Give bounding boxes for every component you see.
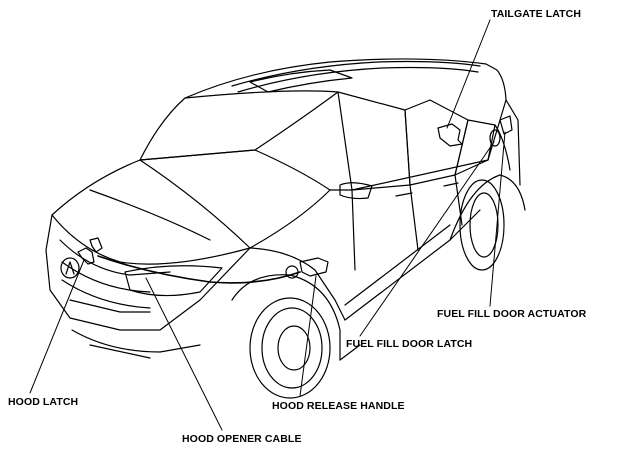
- hood-opener-cable-route: [97, 255, 301, 284]
- leader-fuel-fill-door-actuator: [489, 131, 506, 307]
- fuel-fill-door-part: [489, 115, 513, 147]
- label-hood-latch: HOOD LATCH: [8, 396, 79, 408]
- leader-hood-opener-cable: [145, 277, 223, 431]
- leader-fuel-fill-door-latch: [359, 141, 495, 337]
- leader-hood-release-handle: [299, 275, 317, 397]
- label-hood-release-handle: HOOD RELEASE HANDLE: [272, 400, 405, 412]
- leader-hood-latch: [29, 259, 85, 394]
- label-tailgate-latch: TAILGATE LATCH: [491, 8, 582, 20]
- hood-latch-part: [77, 237, 103, 265]
- leader-lines: [29, 19, 506, 431]
- tailgate-latch-part: [437, 123, 463, 147]
- label-fuel-fill-door-latch: FUEL FILL DOOR LATCH: [346, 338, 473, 350]
- label-fuel-fill-door-actuator: FUEL FILL DOOR ACTUATOR: [437, 308, 587, 320]
- leader-tailgate-latch: [446, 19, 491, 129]
- label-hood-opener-cable: HOOD OPENER CABLE: [182, 433, 302, 445]
